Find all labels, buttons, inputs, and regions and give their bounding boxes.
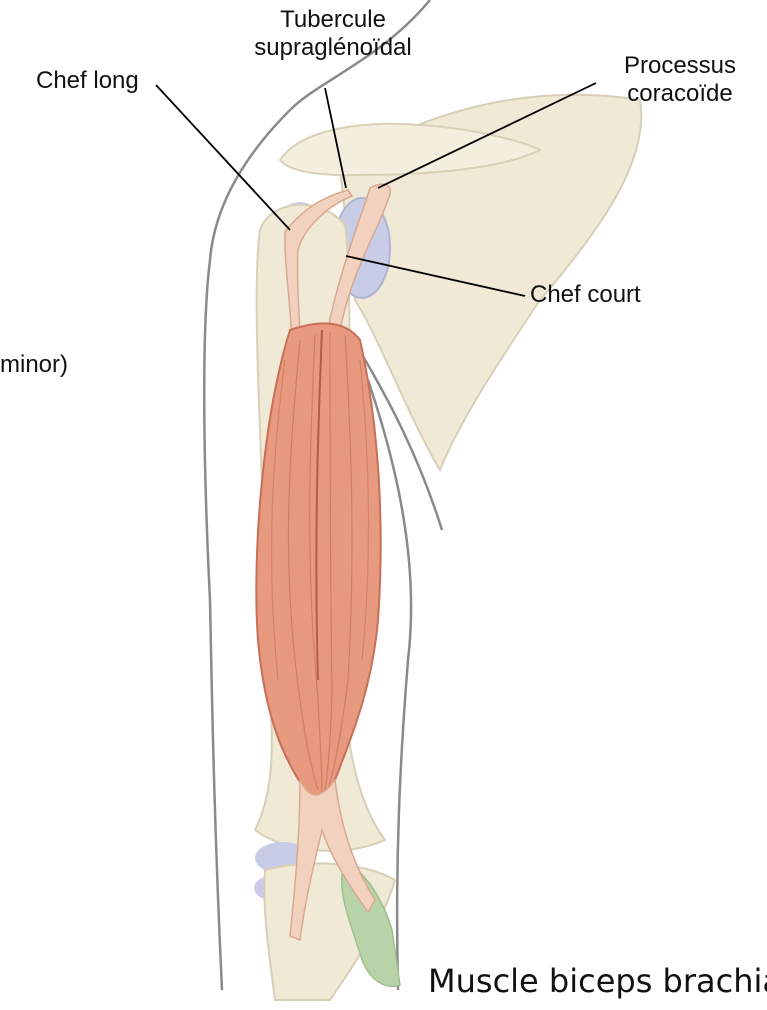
label-chef-long: Chef long	[36, 67, 139, 95]
label-processus-line2: coracoïde	[600, 80, 760, 108]
label-tubercule-supraglenoidal: Tubercule supraglénoïdal	[218, 6, 448, 62]
figure-caption: Muscle biceps brachial	[428, 962, 767, 1000]
label-cut-off-text: minor)	[0, 351, 68, 378]
label-tubercule-line2: supraglénoïdal	[218, 34, 448, 62]
label-chef-long-text: Chef long	[36, 67, 139, 94]
label-tubercule-line1: Tubercule	[218, 6, 448, 34]
label-chef-court: Chef court	[530, 281, 641, 309]
label-processus-coracoide: Processus coracoïde	[600, 52, 760, 108]
label-processus-line1: Processus	[600, 52, 760, 80]
label-cut-off: minor)	[0, 351, 68, 379]
label-chef-court-text: Chef court	[530, 281, 641, 308]
biceps-muscle	[256, 323, 380, 796]
